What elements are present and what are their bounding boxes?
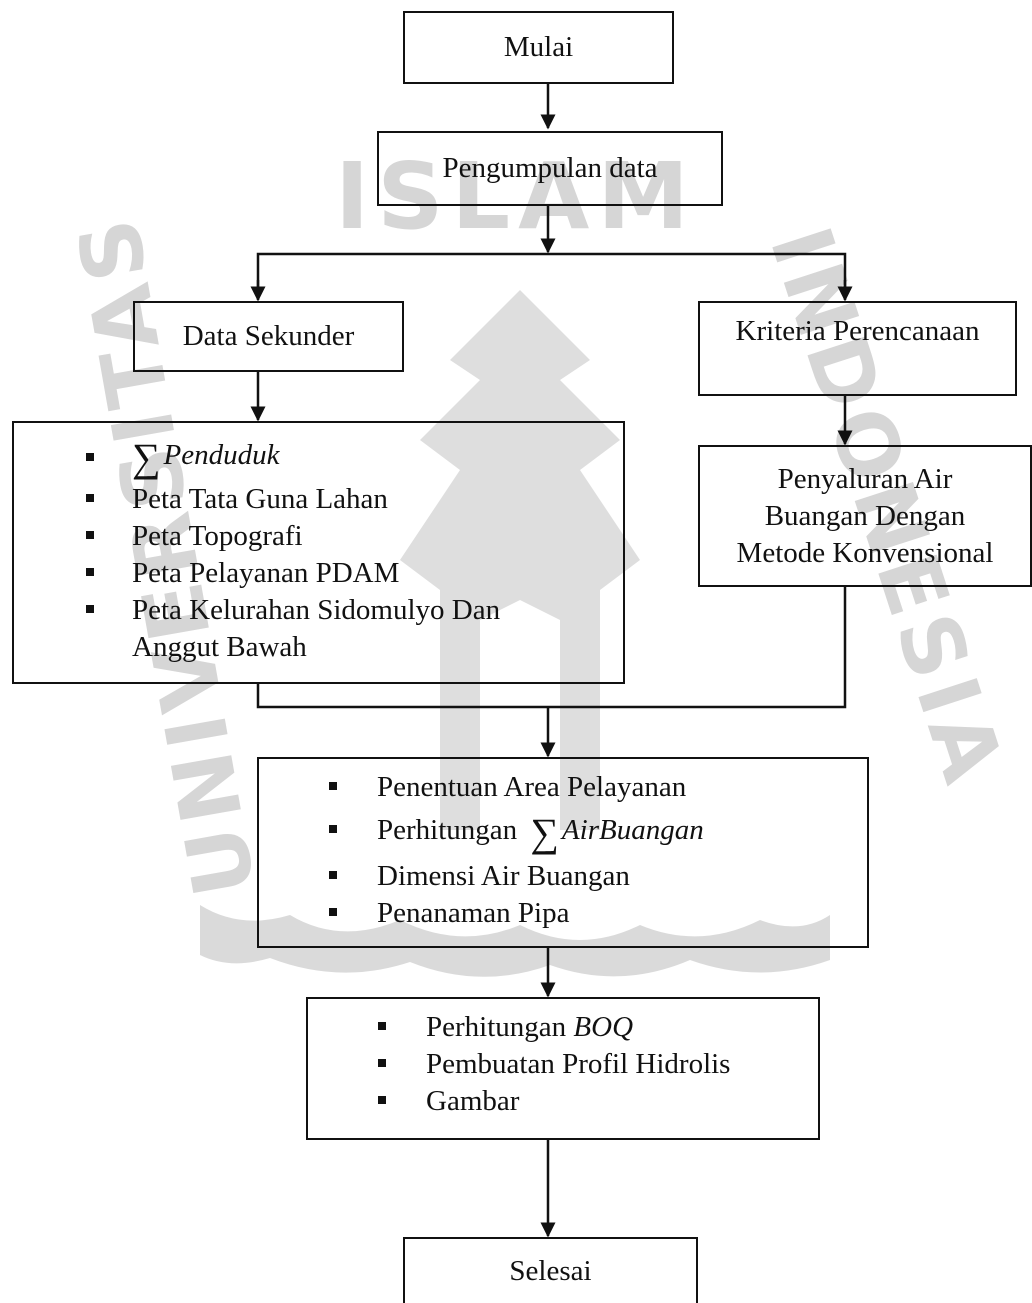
list-item-text: Peta Kelurahan Sidomulyo Dan bbox=[132, 594, 501, 626]
planning-criteria-label: Kriteria Perencanaan bbox=[735, 315, 980, 348]
end-label: Selesai bbox=[509, 1254, 592, 1287]
list-item: Perhitungan ∑AirBuangan bbox=[329, 812, 859, 858]
bullet-icon bbox=[378, 1096, 386, 1104]
list-item: Gambar bbox=[378, 1083, 808, 1120]
list-item: Peta Topografi bbox=[86, 518, 616, 555]
method-line: Metode Konvensional bbox=[736, 536, 994, 569]
bullet-icon bbox=[378, 1022, 386, 1030]
analysis-node: Penentuan Area Pelayanan Perhitungan ∑Ai… bbox=[257, 757, 869, 948]
list-item: Dimensi Air Buangan bbox=[329, 858, 859, 895]
collect-data-label: Pengumpulan data bbox=[442, 152, 658, 185]
bullet-icon bbox=[329, 908, 337, 916]
output-list: Perhitungan BOQ Pembuatan Profil Hidroli… bbox=[378, 1009, 808, 1120]
list-item-text-cont: Anggut Bawah bbox=[132, 631, 307, 663]
end-node: Selesai bbox=[403, 1237, 698, 1303]
bullet-icon bbox=[329, 825, 337, 833]
list-item: Penanaman Pipa bbox=[329, 895, 859, 932]
analysis-list: Penentuan Area Pelayanan Perhitungan ∑Ai… bbox=[329, 769, 859, 932]
start-label: Mulai bbox=[503, 31, 574, 64]
branch-line bbox=[256, 252, 847, 299]
list-item: Peta Kelurahan Sidomulyo Dan Anggut Bawa… bbox=[86, 592, 616, 666]
list-item: Pembuatan Profil Hidrolis bbox=[378, 1046, 808, 1083]
list-item-text: Penanaman Pipa bbox=[377, 897, 570, 929]
list-item-text: Peta Pelayanan PDAM bbox=[132, 557, 400, 589]
sum-icon: ∑ bbox=[132, 435, 161, 480]
list-item-text: Penduduk bbox=[163, 439, 280, 471]
conventional-method-node: Penyaluran Air Buangan Dengan Metode Kon… bbox=[698, 445, 1032, 587]
bullet-icon bbox=[378, 1059, 386, 1067]
list-item: ∑Penduduk bbox=[86, 437, 616, 481]
list-item-text: Perhitungan bbox=[377, 814, 518, 846]
bullet-icon bbox=[86, 531, 94, 539]
bullet-icon bbox=[86, 568, 94, 576]
list-item-italic: AirBuangan bbox=[561, 814, 704, 846]
list-item: Penentuan Area Pelayanan bbox=[329, 769, 859, 812]
bullet-icon bbox=[329, 871, 337, 879]
list-item-text: Penentuan Area Pelayanan bbox=[377, 771, 687, 803]
bullet-icon bbox=[329, 782, 337, 790]
list-item-text: Gambar bbox=[426, 1085, 520, 1117]
planning-criteria-node: Kriteria Perencanaan bbox=[698, 301, 1017, 396]
list-item: Peta Pelayanan PDAM bbox=[86, 555, 616, 592]
list-item-text: Peta Topografi bbox=[132, 520, 303, 552]
method-line: Penyaluran Air bbox=[777, 462, 953, 495]
list-item-text: Perhitungan bbox=[426, 1011, 567, 1043]
bullet-icon bbox=[86, 494, 94, 502]
bullet-icon bbox=[86, 453, 94, 461]
list-item-text: Peta Tata Guna Lahan bbox=[132, 483, 388, 515]
secondary-data-label: Data Sekunder bbox=[182, 320, 355, 353]
collect-data-node: Pengumpulan data bbox=[377, 131, 723, 206]
start-node: Mulai bbox=[403, 11, 674, 84]
output-node: Perhitungan BOQ Pembuatan Profil Hidroli… bbox=[306, 997, 820, 1140]
bullet-icon bbox=[86, 605, 94, 613]
list-item: Peta Tata Guna Lahan bbox=[86, 481, 616, 518]
secondary-data-node: Data Sekunder bbox=[133, 301, 404, 372]
secondary-data-list-node: ∑Penduduk Peta Tata Guna Lahan Peta Topo… bbox=[12, 421, 625, 684]
list-item-text: Pembuatan Profil Hidrolis bbox=[426, 1048, 731, 1080]
secondary-data-list: ∑Penduduk Peta Tata Guna Lahan Peta Topo… bbox=[86, 437, 616, 666]
list-item-italic: BOQ bbox=[573, 1011, 634, 1043]
method-line: Buangan Dengan bbox=[764, 499, 966, 532]
list-item-text: Dimensi Air Buangan bbox=[377, 860, 630, 892]
merge-line bbox=[256, 587, 847, 709]
list-item: Perhitungan BOQ bbox=[378, 1009, 808, 1046]
method-text: Penyaluran Air Buangan Dengan Metode Kon… bbox=[737, 461, 994, 572]
sum-icon: ∑ bbox=[530, 810, 559, 855]
